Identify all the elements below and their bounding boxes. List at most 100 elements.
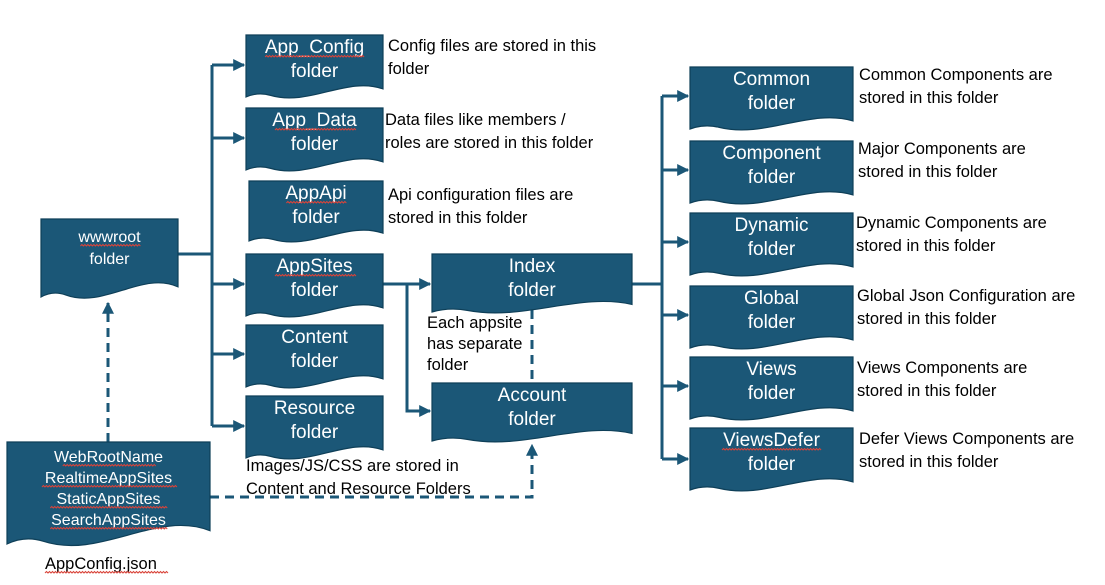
- node-dynamic-label-0: Dynamic: [735, 215, 809, 236]
- spellcheck-mark: [62, 463, 157, 467]
- notes: Config files are stored in thisfolderDat…: [44, 37, 1075, 574]
- spellcheck-mark: [49, 526, 168, 530]
- node-component-folder: Component folder: [689, 140, 854, 205]
- note-component-line-1: stored in this folder: [858, 163, 998, 181]
- node-appconfig-keys-folder: WebRootNameRealtimeAppSitesStaticAppSite…: [6, 441, 211, 547]
- note-appsite-separate-line-2: folder: [427, 356, 469, 374]
- node-views-label-1: folder: [748, 383, 796, 404]
- document-shape: [689, 427, 854, 492]
- note-dynamic-line-1: stored in this folder: [856, 237, 996, 255]
- document-shape: [689, 356, 854, 421]
- node-common-folder: Common folder: [689, 66, 854, 131]
- note-appsite-separate-line-0: Each appsite: [427, 314, 522, 332]
- node-appapi-label-1: folder: [292, 207, 340, 228]
- note-assets-line-1: Content and Resource Folders: [246, 480, 471, 498]
- note-views: Views Components are stored in this folde…: [857, 359, 1027, 400]
- note-appapi-line-0: Api configuration files are: [388, 186, 573, 204]
- connectors: [102, 59, 690, 499]
- document-shape: [431, 253, 633, 314]
- spellcheck-mark: [80, 243, 141, 247]
- note-app-data-line-1: roles are stored in this folder: [385, 134, 594, 152]
- node-app-config-label-1: folder: [291, 61, 339, 82]
- spellcheck-mark: [41, 484, 178, 488]
- node-wwwroot-label-0: wwwroot: [77, 229, 141, 246]
- note-views-line-1: stored in this folder: [857, 382, 997, 400]
- node-views-folder: Views folder: [689, 356, 854, 421]
- note-app-config-line-0: Config files are stored in this: [388, 37, 596, 55]
- node-global-label-1: folder: [748, 312, 796, 333]
- node-global-label-0: Global: [744, 288, 799, 309]
- document-shape: [689, 212, 854, 277]
- node-resource-label-0: Resource: [274, 398, 355, 419]
- node-app-data-label-1: folder: [291, 134, 339, 155]
- node-app-config-label-0: App_Config: [265, 37, 364, 58]
- note-appapi: Api configuration files are stored in thi…: [388, 186, 573, 227]
- node-dynamic-folder: Dynamic folder: [689, 212, 854, 277]
- note-viewsdefer-line-0: Defer Views Components are: [859, 430, 1074, 448]
- node-dynamic-label-1: folder: [748, 239, 796, 260]
- node-views-label-0: Views: [746, 359, 796, 380]
- spellcheck-mark: [721, 447, 822, 451]
- note-component-line-0: Major Components are: [858, 140, 1026, 158]
- document-shape: [431, 382, 633, 443]
- node-common-label-1: folder: [748, 93, 796, 114]
- node-appconfig-keys-label-3: SearchAppSites: [51, 512, 166, 529]
- document-shape: [245, 253, 384, 318]
- node-account-label-0: Account: [498, 385, 567, 406]
- node-appsites-label-1: folder: [291, 280, 339, 301]
- note-common-line-0: Common Components are: [859, 66, 1053, 84]
- note-appsite-separate: Each appsite has separate folder: [427, 314, 522, 374]
- document-shape: [6, 441, 211, 547]
- note-dynamic: Dynamic Components are stored in this fol…: [856, 214, 1047, 255]
- node-content-folder: Content folder: [245, 324, 384, 389]
- document-shape: [689, 140, 854, 205]
- note-appsite-separate-line-1: has separate: [427, 335, 522, 353]
- document-shape: [245, 34, 384, 99]
- spellcheck-mark: [274, 127, 357, 131]
- link-appconfig-account: [210, 443, 538, 499]
- node-viewsdefer-label-0: ViewsDefer: [723, 430, 820, 451]
- note-dynamic-line-0: Dynamic Components are: [856, 214, 1047, 232]
- node-global-folder: Global folder: [689, 285, 854, 350]
- document-shape: [40, 218, 179, 299]
- node-wwwroot-label-1: folder: [89, 251, 130, 268]
- document-shape: [689, 66, 854, 131]
- note-viewsdefer-line-1: stored in this folder: [859, 453, 999, 471]
- note-views-line-0: Views Components are: [857, 359, 1027, 377]
- document-shape: [689, 285, 854, 350]
- node-appsites-label-0: AppSites: [276, 256, 352, 277]
- node-account-folder: Account folder: [431, 382, 633, 443]
- node-appconfig-keys-label-2: StaticAppSites: [56, 491, 160, 508]
- node-content-label-0: Content: [281, 327, 348, 348]
- note-assets-line-0: Images/JS/CSS are stored in: [246, 457, 459, 475]
- note-assets: Images/JS/CSS are stored in Content and R…: [246, 457, 471, 498]
- note-appapi-line-1: stored in this folder: [388, 209, 528, 227]
- node-appsites-folder: AppSites folder: [245, 253, 384, 318]
- document-shape: [245, 324, 384, 389]
- note-global-line-0: Global Json Configuration are: [857, 287, 1075, 305]
- spellcheck-mark: [274, 273, 357, 277]
- note-component: Major Components are stored in this folde…: [858, 140, 1026, 181]
- document-shape: [245, 107, 384, 172]
- node-common-label-0: Common: [733, 69, 810, 90]
- note-app-data: Data files like members /roles are store…: [385, 111, 594, 152]
- node-app-data-label-0: App_Data: [272, 110, 357, 131]
- spellcheck-mark: [44, 570, 169, 574]
- node-content-label-1: folder: [291, 351, 339, 372]
- document-shape: [248, 180, 384, 243]
- document-shape: [245, 395, 384, 460]
- node-component-label-0: Component: [722, 143, 821, 164]
- node-appapi-label-0: AppApi: [285, 183, 346, 204]
- node-component-label-1: folder: [748, 167, 796, 188]
- spellcheck-mark: [49, 505, 168, 509]
- node-appconfig-keys-label-0: WebRootName: [54, 449, 163, 466]
- node-account-label-1: folder: [508, 409, 556, 430]
